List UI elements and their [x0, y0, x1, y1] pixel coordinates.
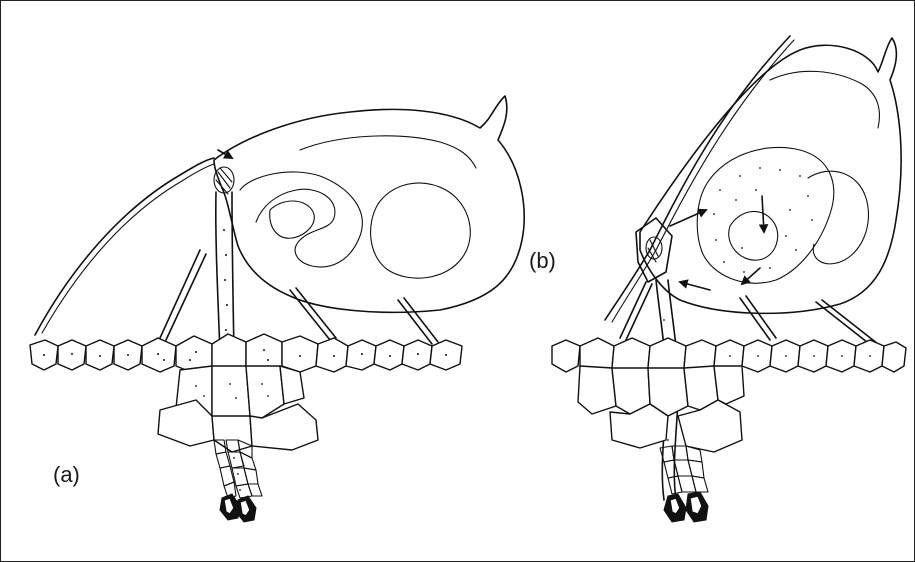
panel-a-leg-mid — [290, 288, 336, 340]
panel-a-antenna — [35, 158, 214, 335]
panel-a-gut-inner — [270, 201, 315, 238]
panel-b-back-curve — [770, 71, 879, 128]
panel-a-leg-back — [398, 298, 438, 344]
panel-b-phloem — [660, 446, 708, 522]
panel-b-leg-mid — [740, 296, 776, 340]
panel-a-body-outline — [214, 96, 524, 312]
panel-a-leg-front — [160, 250, 206, 340]
panel-b-crop-inner — [729, 211, 778, 260]
panel-b-arrow-gut — [742, 268, 760, 284]
panel-b-arrow-down — [762, 196, 764, 232]
panel-a-phloem — [214, 440, 262, 522]
panel-b-label: (b) — [529, 250, 556, 272]
panel-a-back-curve — [300, 136, 476, 168]
panel-a-mesophyll — [158, 366, 318, 452]
panel-a-gut-loop — [240, 172, 362, 267]
panel-b-arrow-back — [680, 282, 710, 290]
panel-a-diagram — [30, 96, 524, 522]
panel-a-stylet-left — [216, 192, 220, 352]
panel-a-label: (a) — [53, 464, 80, 486]
panel-b-head — [636, 218, 672, 282]
panel-b-diagram — [552, 36, 906, 522]
panel-a-crop — [371, 183, 471, 278]
panel-a-antenna-inner — [42, 164, 214, 333]
panel-a-stylet-right — [232, 192, 234, 352]
panel-b-antenna — [605, 36, 790, 320]
panel-b-crop — [697, 147, 834, 283]
panel-a-arrow — [218, 150, 232, 158]
panel-b-gut-loop — [808, 171, 868, 264]
panel-b-antenna-inner — [612, 40, 794, 322]
panel-b-mesophyll — [578, 366, 744, 452]
